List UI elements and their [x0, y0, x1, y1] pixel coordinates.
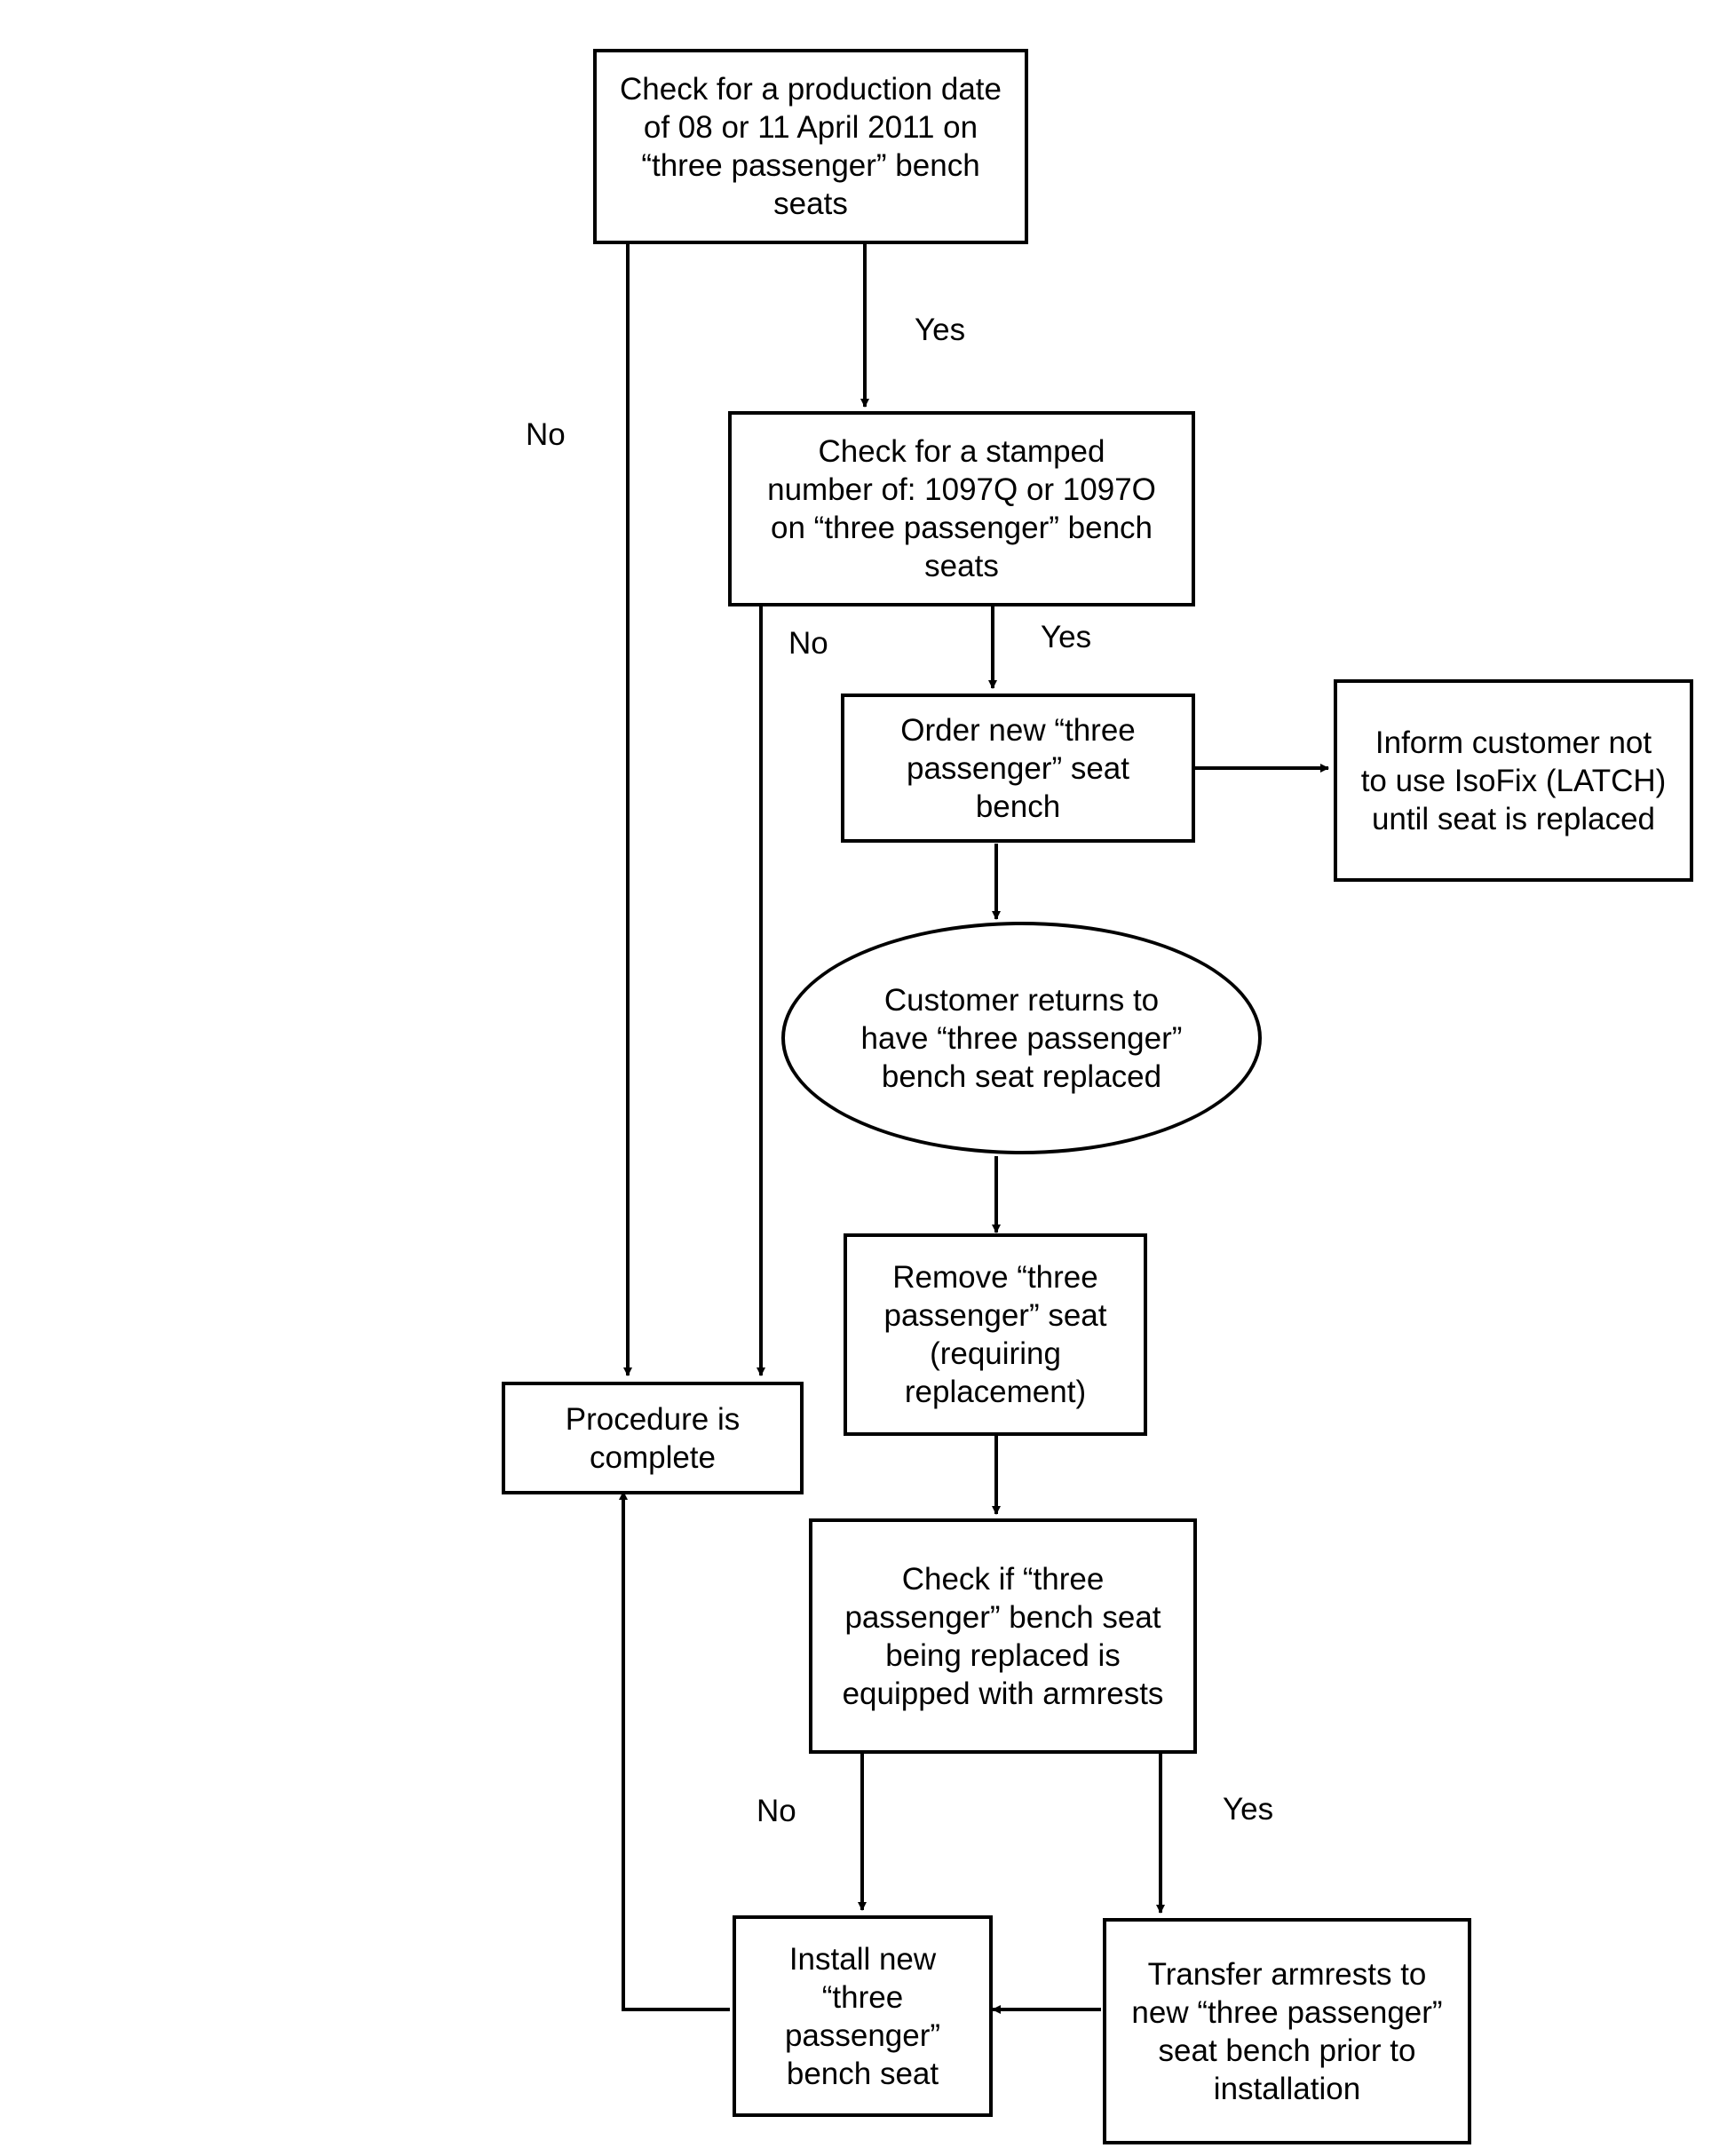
inform-customer-text: Inform customer not to use IsoFix (LATCH… — [1360, 725, 1667, 836]
install-new-seat-text: Install new “three passenger” bench seat — [784, 1941, 941, 2091]
transfer-armrests-text: Transfer armrests to new “three passenge… — [1131, 1956, 1443, 2106]
remove-seat-box: Remove “three passenger” seat (requiring… — [844, 1233, 1147, 1436]
edge-label-armrests-no: No — [757, 1794, 796, 1828]
inform-customer-box: Inform customer not to use IsoFix (LATCH… — [1334, 679, 1693, 882]
check-armrests-box: Check if “three passenger” bench seat be… — [809, 1518, 1197, 1754]
procedure-complete-text: Procedure is complete — [565, 1401, 741, 1475]
transfer-armrests-box: Transfer armrests to new “three passenge… — [1103, 1918, 1471, 2144]
procedure-complete-box: Procedure is complete — [502, 1382, 804, 1494]
check-production-date-text: Check for a production date of 08 or 11 … — [620, 72, 1002, 221]
customer-returns-text: Customer returns to have “three passenge… — [860, 982, 1183, 1094]
check-stamped-number-text: Check for a stamped number of: 1097Q or … — [767, 434, 1156, 583]
edge-label-armrests-yes: Yes — [1223, 1792, 1274, 1827]
check-armrests-text: Check if “three passenger” bench seat be… — [842, 1561, 1164, 1711]
order-new-seat-box: Order new “three passenger” seat bench — [841, 694, 1195, 843]
install-new-seat-box: Install new “three passenger” bench seat — [733, 1915, 993, 2117]
check-stamped-number-box: Check for a stamped number of: 1097Q or … — [728, 411, 1195, 606]
check-production-date-box: Check for a production date of 08 or 11 … — [593, 49, 1028, 244]
edge-label-stamp-no: No — [788, 626, 828, 661]
order-new-seat-text: Order new “three passenger” seat bench — [900, 712, 1136, 824]
customer-returns-ellipse: Customer returns to have “three passenge… — [781, 922, 1262, 1154]
edge-label-stamp-yes: Yes — [1041, 620, 1092, 654]
arrow-install-to-complete — [619, 1491, 730, 2011]
remove-seat-text: Remove “three passenger” seat (requiring… — [883, 1260, 1107, 1409]
edge-label-date-no: No — [526, 417, 566, 452]
edge-label-date-yes: Yes — [915, 313, 966, 347]
